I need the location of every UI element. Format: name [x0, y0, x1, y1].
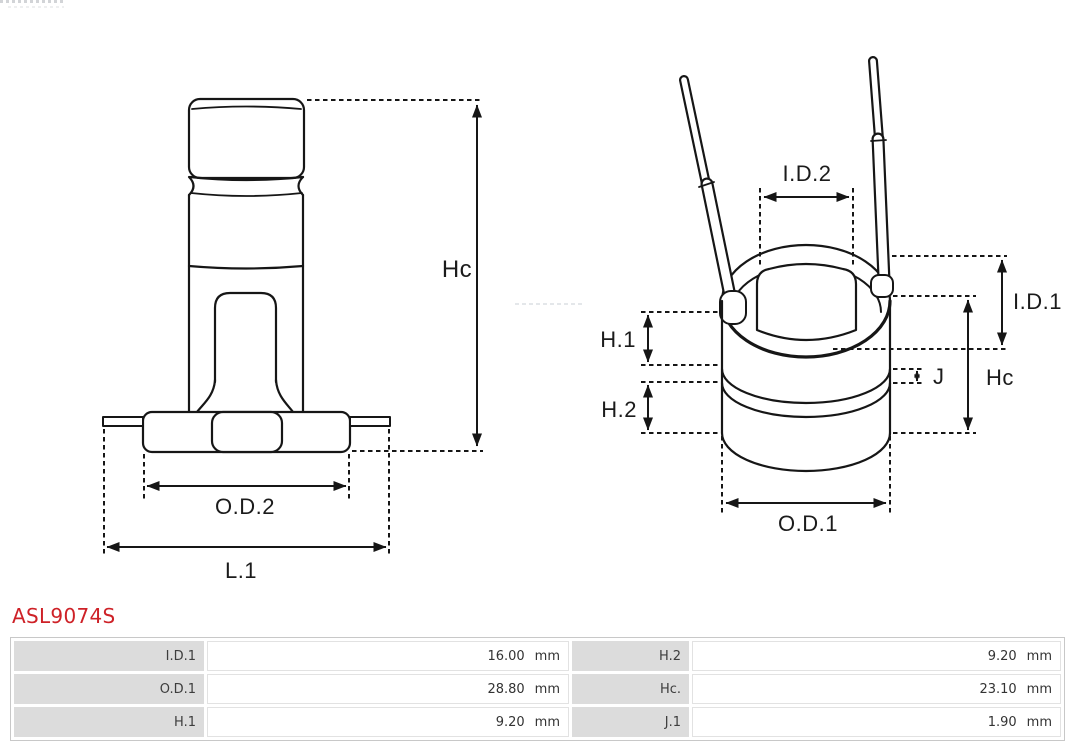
spec-value-unit: mm: [1026, 648, 1052, 664]
spec-row-1: I.D.1 16.00 mm H.2 9.20 mm: [14, 641, 1061, 671]
spec-value-number: 16.00: [487, 648, 525, 664]
dim-label-id2: I.D.2: [783, 161, 832, 186]
spec-value-unit: mm: [534, 714, 560, 730]
dim-label-h2: H.2: [601, 397, 637, 422]
spec-value: 1.90 mm: [692, 707, 1061, 737]
dim-label-hc-right: Hc: [986, 365, 1014, 390]
dim-label-od2: O.D.2: [215, 494, 275, 519]
spec-value: 9.20 mm: [207, 707, 569, 737]
spec-value-unit: mm: [1026, 714, 1052, 730]
spec-value: 9.20 mm: [692, 641, 1061, 671]
left-view-outline: [102, 97, 391, 454]
spec-value-unit: mm: [534, 681, 560, 697]
spec-label: I.D.1: [14, 641, 204, 671]
spec-value-number: 28.80: [487, 681, 525, 697]
spec-value-unit: mm: [1026, 681, 1052, 697]
right-view-outline: [679, 56, 894, 473]
spec-value: 28.80 mm: [207, 674, 569, 704]
spec-value: 23.10 mm: [692, 674, 1061, 704]
dim-label-h1: H.1: [600, 327, 636, 352]
spec-value-number: 23.10: [979, 681, 1017, 697]
spec-value-number: 1.90: [987, 714, 1017, 730]
dim-label-id1: I.D.1: [1013, 289, 1062, 314]
dim-label-hc-left: Hc: [442, 256, 472, 283]
spec-label: O.D.1: [14, 674, 204, 704]
spec-row-2: O.D.1 28.80 mm Hc. 23.10 mm: [14, 674, 1061, 704]
dim-label-od1: O.D.1: [778, 511, 838, 536]
spec-label: H.2: [572, 641, 689, 671]
spec-table: I.D.1 16.00 mm H.2 9.20 mm O.D.1 28.80 mm H…: [10, 637, 1065, 741]
spec-value-number: 9.20: [495, 714, 525, 730]
spec-label: H.1: [14, 707, 204, 737]
part-number: ASL9074S: [12, 604, 116, 628]
spec-label: J.1: [572, 707, 689, 737]
logo-remnant-artifact: [0, 0, 64, 3]
logo-remnant-artifact-2: [8, 6, 64, 8]
part-diagram: Hc O.D.2 L.1: [102, 56, 1062, 583]
spec-label: Hc.: [572, 674, 689, 704]
dim-label-j: J: [933, 364, 945, 389]
spec-value-unit: mm: [534, 648, 560, 664]
dim-label-l1: L.1: [225, 558, 257, 583]
right-view-dimensions: [641, 188, 1007, 516]
spec-value-number: 9.20: [987, 648, 1017, 664]
left-view-dimensions: [103, 99, 483, 557]
spec-row-3: H.1 9.20 mm J.1 1.90 mm: [14, 707, 1061, 737]
spec-value: 16.00 mm: [207, 641, 569, 671]
